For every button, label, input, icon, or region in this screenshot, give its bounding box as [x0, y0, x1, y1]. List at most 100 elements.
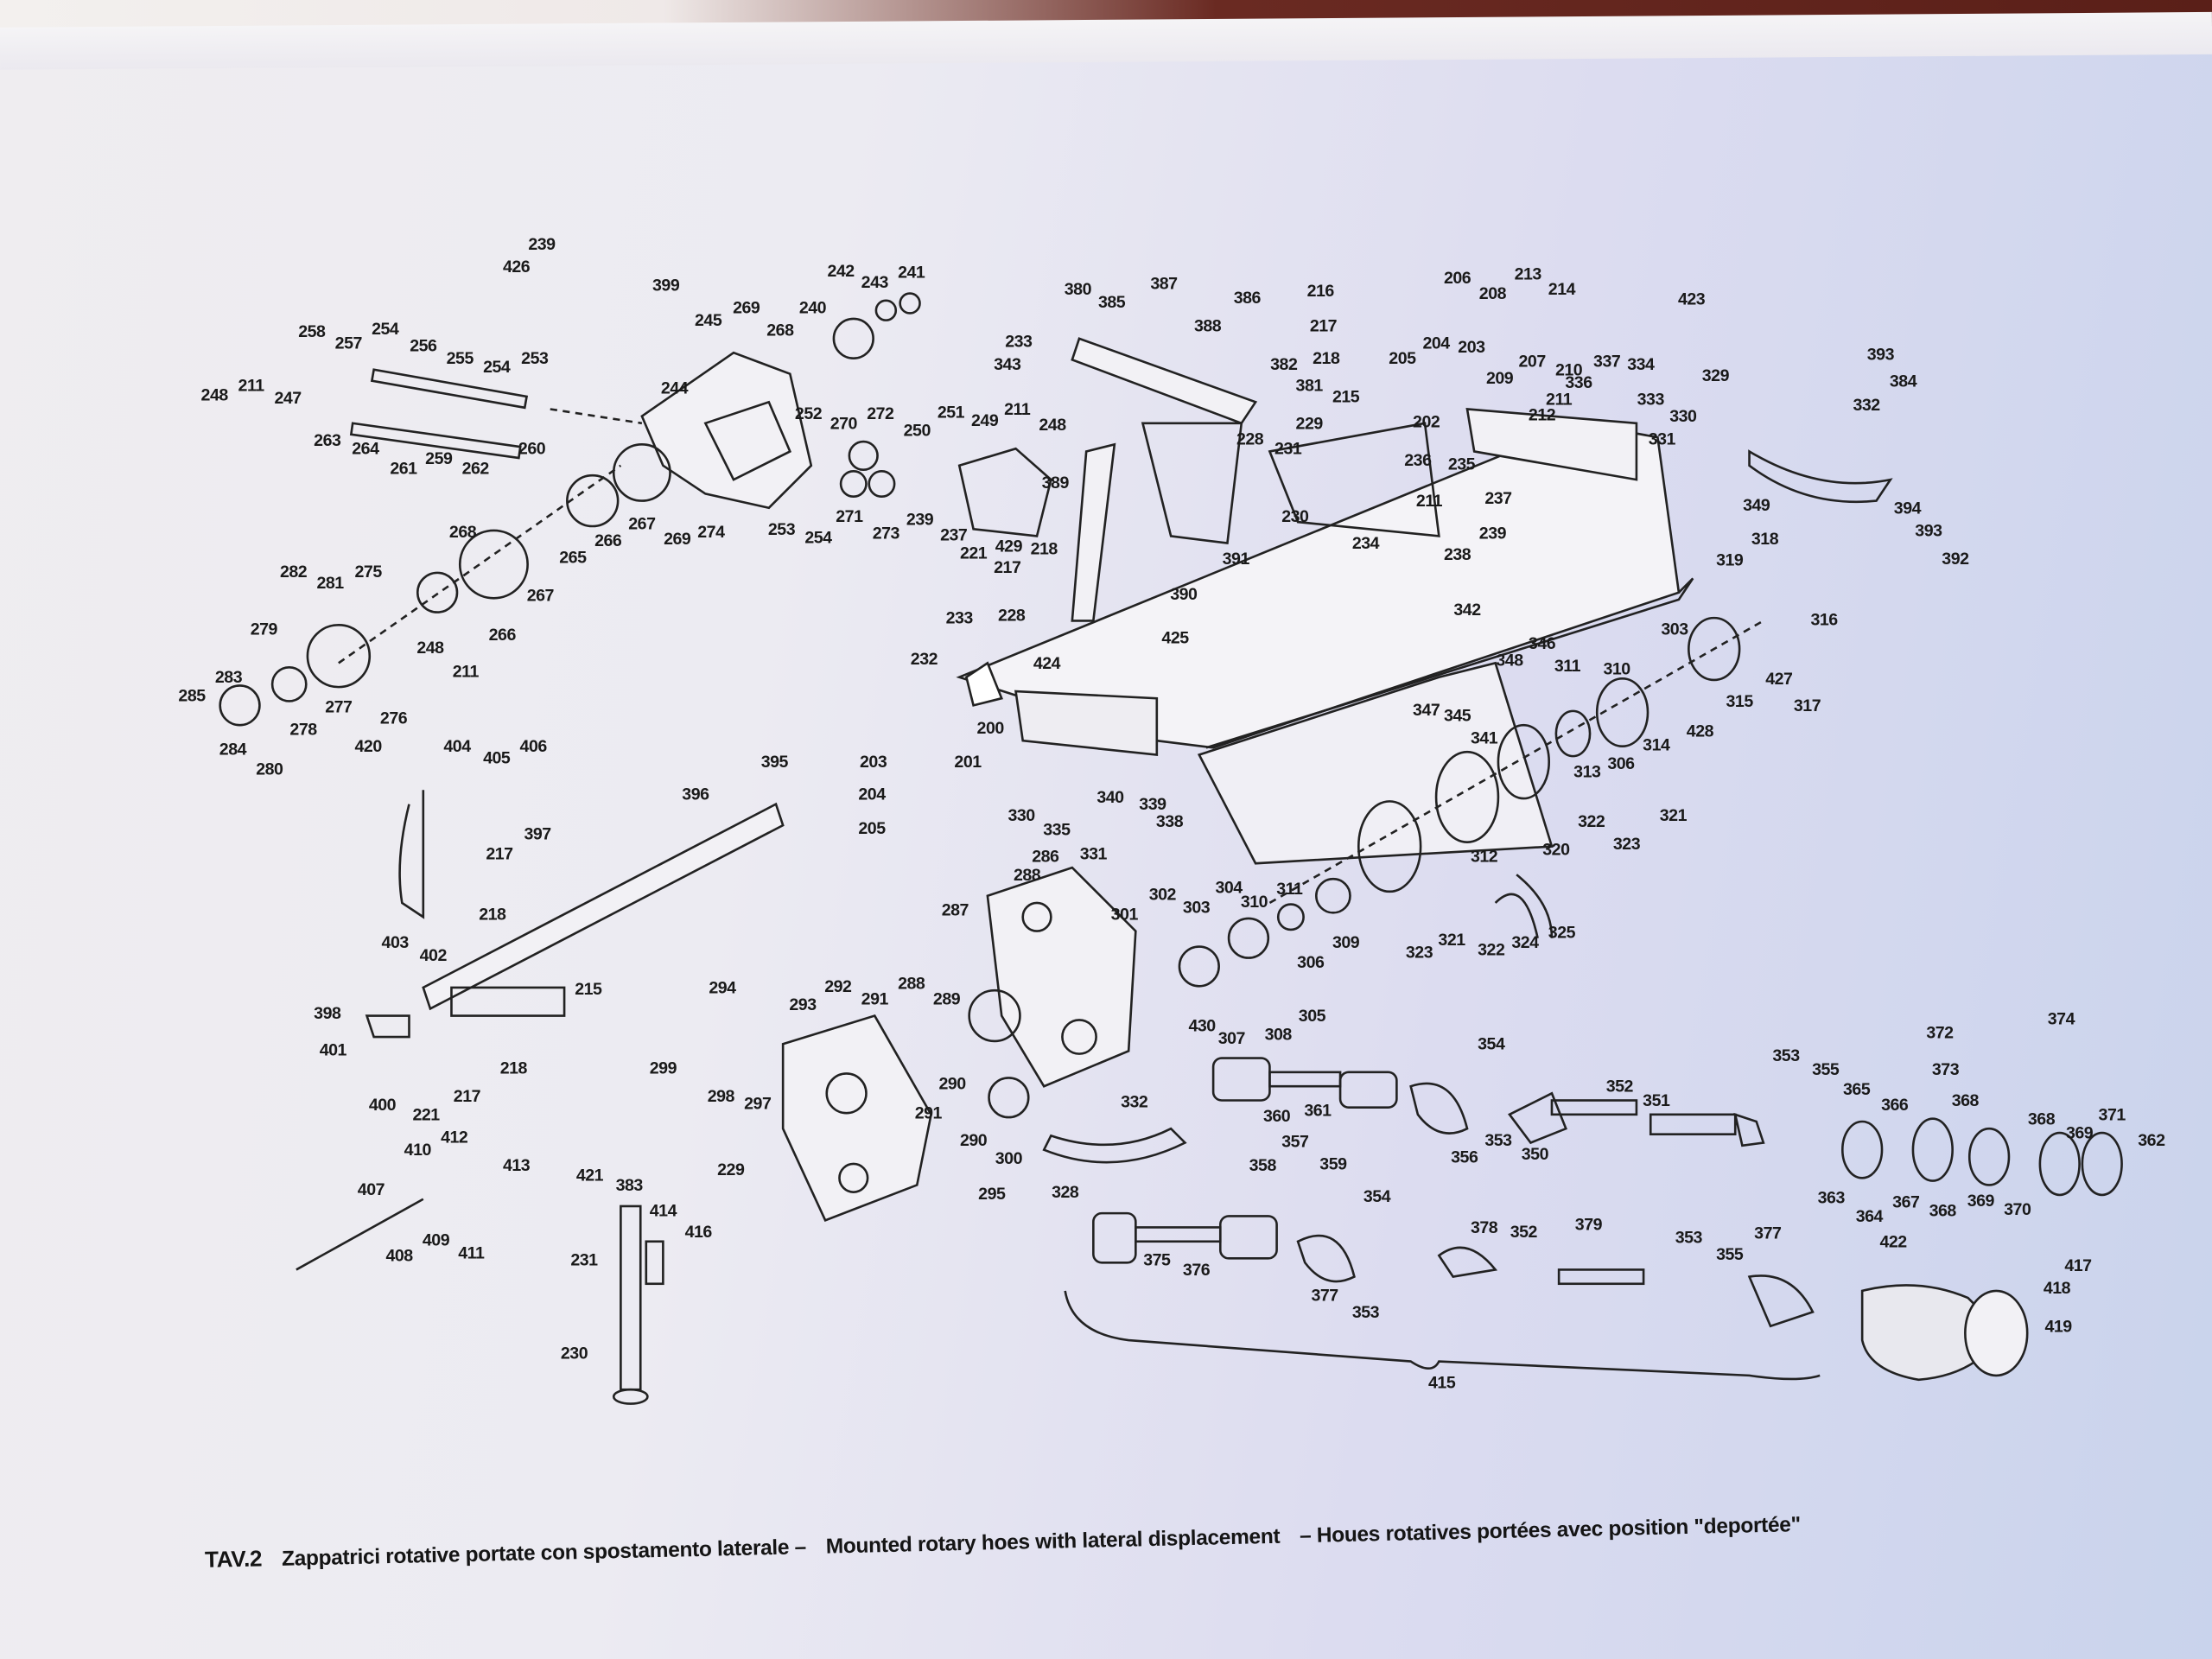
part-number-275: 275	[354, 561, 383, 582]
part-number-355: 355	[1812, 1059, 1840, 1080]
part-number-347: 347	[1413, 699, 1440, 720]
part-number-231: 231	[570, 1249, 598, 1270]
gearbox-housing	[550, 351, 813, 510]
part-number-353: 353	[1484, 1129, 1512, 1150]
part-number-334: 334	[1627, 353, 1655, 374]
part-number-303: 303	[1661, 619, 1688, 639]
part-number-243: 243	[861, 272, 889, 292]
rotor-flanges	[1268, 449, 1893, 939]
part-number-389: 389	[1041, 472, 1070, 493]
part-number-425: 425	[1161, 627, 1189, 648]
part-number-330: 330	[1669, 406, 1697, 427]
part-number-391: 391	[1222, 549, 1250, 569]
part-number-268: 268	[766, 320, 794, 340]
part-number-349: 349	[1743, 495, 1770, 515]
part-number-251: 251	[937, 402, 965, 423]
part-number-357: 357	[1281, 1131, 1309, 1152]
part-number-405: 405	[483, 747, 511, 768]
part-number-203: 203	[1458, 337, 1485, 358]
part-number-208: 208	[1478, 283, 1507, 304]
part-number-263: 263	[314, 429, 341, 450]
part-number-215: 215	[1332, 386, 1360, 407]
part-number-345: 345	[1443, 705, 1471, 726]
part-number-260: 260	[518, 438, 546, 459]
part-number-351: 351	[1643, 1090, 1670, 1110]
part-number-401: 401	[319, 1039, 347, 1060]
part-number-376: 376	[1182, 1260, 1211, 1280]
part-number-321: 321	[1659, 805, 1688, 826]
part-number-206: 206	[1443, 268, 1471, 289]
part-number-279: 279	[250, 619, 278, 639]
part-number-337: 337	[1593, 351, 1621, 372]
part-number-221: 221	[412, 1104, 440, 1125]
part-number-318: 318	[1751, 529, 1779, 550]
part-number-270: 270	[830, 413, 858, 434]
part-number-306: 306	[1297, 952, 1325, 972]
part-number-352: 352	[1605, 1076, 1634, 1096]
part-number-420: 420	[354, 736, 383, 757]
part-number-295: 295	[978, 1183, 1006, 1204]
part-number-383: 383	[615, 1175, 644, 1195]
part-number-229: 229	[1295, 413, 1324, 434]
part-number-284: 284	[219, 739, 247, 760]
part-number-316: 316	[1810, 609, 1838, 630]
part-number-397: 397	[524, 823, 551, 844]
part-number-346: 346	[1528, 633, 1556, 653]
part-number-374: 374	[2047, 1008, 2075, 1029]
part-number-377: 377	[1311, 1285, 1338, 1306]
part-number-323: 323	[1405, 942, 1433, 963]
part-number-388: 388	[1193, 315, 1222, 336]
part-number-348: 348	[1496, 650, 1523, 671]
part-number-266: 266	[594, 530, 622, 550]
part-number-217: 217	[1309, 315, 1338, 336]
part-number-231: 231	[1274, 438, 1302, 459]
part-number-308: 308	[1264, 1024, 1293, 1045]
part-number-353: 353	[1351, 1301, 1380, 1322]
part-number-280: 280	[256, 759, 283, 779]
part-number-381: 381	[1295, 375, 1324, 396]
part-number-217: 217	[486, 843, 513, 864]
part-number-201: 201	[954, 752, 982, 772]
part-number-361: 361	[1304, 1100, 1332, 1121]
part-number-328: 328	[1052, 1182, 1079, 1203]
part-number-283: 283	[214, 667, 243, 688]
part-number-427: 427	[1765, 668, 1793, 689]
part-number-267: 267	[526, 585, 555, 606]
part-number-409: 409	[422, 1230, 450, 1250]
part-number-235: 235	[1447, 454, 1476, 474]
part-number-301: 301	[1110, 904, 1139, 925]
part-number-291: 291	[861, 988, 889, 1009]
part-number-278: 278	[289, 719, 317, 740]
part-number-248: 248	[200, 385, 229, 405]
part-number-428: 428	[1686, 721, 1714, 741]
part-number-416: 416	[684, 1221, 713, 1242]
part-number-217: 217	[994, 556, 1021, 577]
part-number-276: 276	[379, 708, 408, 728]
part-number-338: 338	[1155, 810, 1184, 831]
part-number-368: 368	[2027, 1109, 2056, 1129]
part-number-378: 378	[1470, 1217, 1498, 1237]
part-number-375: 375	[1143, 1249, 1171, 1270]
part-number-230: 230	[560, 1343, 588, 1363]
part-number-333: 333	[1637, 389, 1665, 410]
part-number-356: 356	[1451, 1147, 1478, 1167]
part-number-354: 354	[1363, 1186, 1391, 1206]
part-number-290: 290	[959, 1129, 988, 1150]
part-number-394: 394	[1893, 498, 1922, 518]
part-number-402: 402	[419, 944, 448, 965]
part-number-293: 293	[789, 995, 817, 1014]
pto-driveshaft	[1064, 1057, 2123, 1382]
gears	[832, 292, 1052, 537]
part-number-362: 362	[2138, 1129, 2165, 1150]
part-number-424: 424	[1033, 652, 1061, 673]
part-number-244: 244	[660, 378, 689, 398]
part-number-360: 360	[1262, 1106, 1291, 1126]
part-number-325: 325	[1548, 922, 1576, 943]
part-number-247: 247	[274, 387, 302, 408]
part-number-205: 205	[858, 817, 886, 838]
part-number-369: 369	[1967, 1190, 1995, 1211]
part-number-410: 410	[404, 1140, 432, 1160]
part-number-329: 329	[1701, 365, 1730, 385]
input-shaft-assembly	[219, 368, 671, 727]
part-number-264: 264	[352, 438, 379, 459]
